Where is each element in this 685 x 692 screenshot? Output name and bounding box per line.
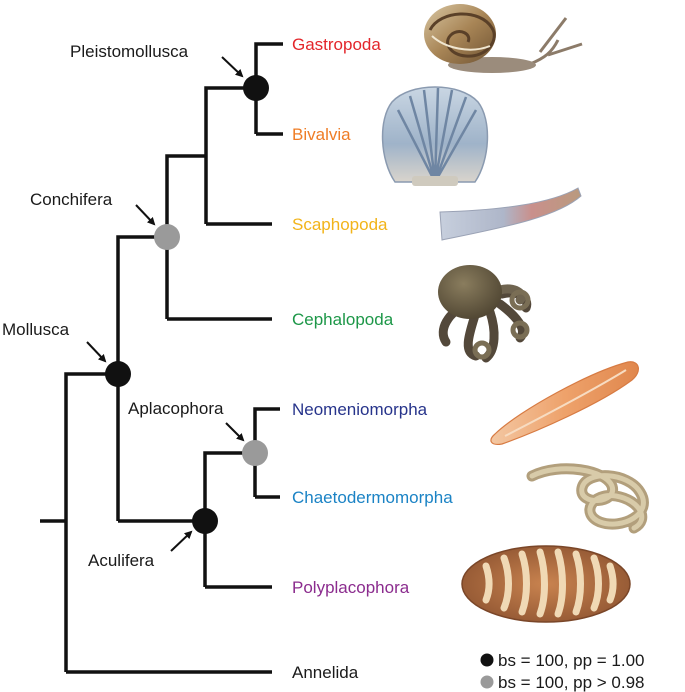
- neomeniomorpha-illustration: [491, 362, 638, 445]
- legend-label-black: bs = 100, pp = 1.00: [498, 651, 645, 670]
- cephalopoda-head: [438, 265, 502, 319]
- taxon-label-cephalopoda: Cephalopoda: [292, 310, 394, 329]
- clade-label-conchifera: Conchifera: [30, 190, 113, 209]
- legend-label-gray: bs = 100, pp > 0.98: [498, 673, 645, 692]
- bivalvia-illustration: [383, 87, 488, 186]
- taxon-label-scaphopoda: Scaphopoda: [292, 215, 388, 234]
- node-aplacophora: [242, 440, 268, 466]
- node-mollusca: [105, 361, 131, 387]
- tree-branches: [40, 44, 283, 672]
- clade-arrows: [87, 57, 243, 551]
- scaphopoda-illustration: [440, 188, 581, 240]
- legend: bs = 100, pp = 1.00 bs = 100, pp > 0.98: [481, 651, 645, 692]
- taxon-label-polyplacophora: Polyplacophora: [292, 578, 410, 597]
- taxon-label-annelida: Annelida: [292, 663, 359, 682]
- taxon-label-gastropoda: Gastropoda: [292, 35, 381, 54]
- arrow-aplacophora: [226, 423, 243, 440]
- branch-root: [66, 374, 118, 672]
- taxon-label-bivalvia: Bivalvia: [292, 125, 351, 144]
- node-pleistomollusca: [243, 75, 269, 101]
- clade-label-mollusca: Mollusca: [2, 320, 70, 339]
- legend-marker-gray: [481, 676, 494, 689]
- polyplacophora-illustration: [462, 546, 630, 622]
- clade-label-pleistomollusca: Pleistomollusca: [70, 42, 189, 61]
- branch-pleisto-stem: [206, 88, 256, 224]
- arrow-mollusca: [87, 342, 105, 361]
- node-conchifera: [154, 224, 180, 250]
- legend-marker-black: [481, 654, 494, 667]
- arrow-conchifera: [136, 205, 154, 224]
- gastropoda-illustration: [424, 4, 582, 73]
- clade-label-aculifera: Aculifera: [88, 551, 155, 570]
- chaetodermomorpha-illustration: [532, 469, 643, 528]
- arrow-aculifera: [171, 532, 191, 551]
- taxon-label-neomeniomorpha: Neomeniomorpha: [292, 400, 428, 419]
- clade-labels: Pleistomollusca Conchifera Mollusca Apla…: [2, 42, 224, 570]
- arrow-pleistomollusca: [222, 57, 242, 76]
- taxon-label-chaetodermomorpha: Chaetodermomorpha: [292, 488, 453, 507]
- clade-label-aplacophora: Aplacophora: [128, 399, 224, 418]
- node-aculifera: [192, 508, 218, 534]
